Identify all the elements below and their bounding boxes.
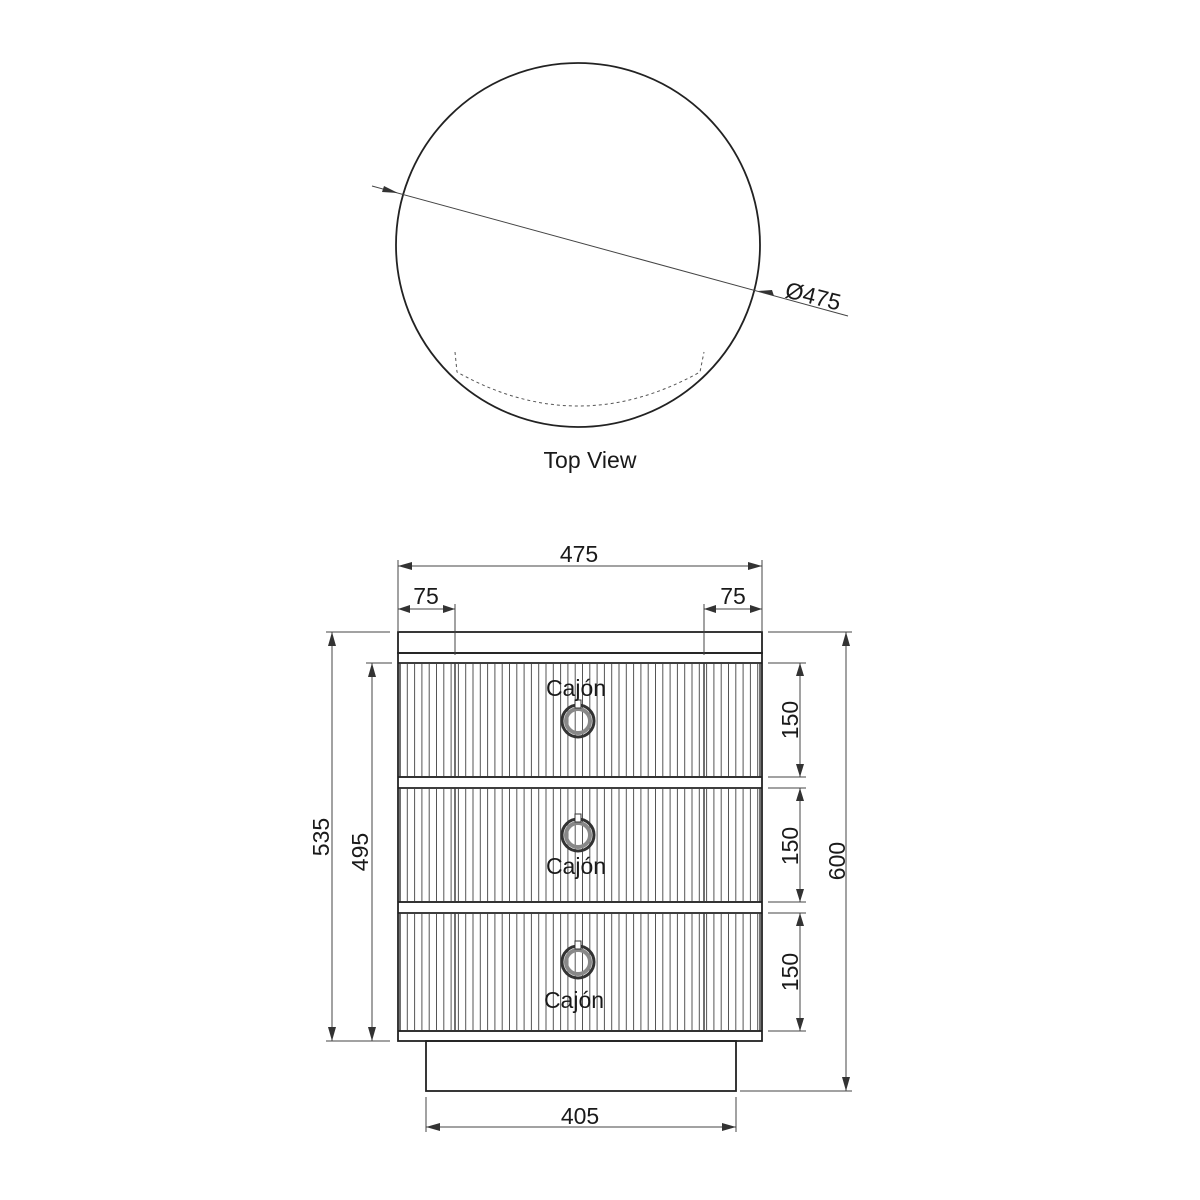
drawer-2-label: Cajón (546, 853, 606, 879)
dimension-offset-right: 75 (703, 583, 762, 655)
diameter-label: Ø475 (783, 277, 844, 316)
offset-right-label: 75 (720, 583, 746, 609)
top-slab (397, 631, 763, 654)
diameter-arrow-left (382, 186, 398, 193)
diameter-leader (371, 185, 849, 317)
dimension-drawer-2-height: 150 (768, 787, 806, 903)
drawer-recess-outline (454, 351, 705, 407)
drawer-3-height-label: 150 (777, 953, 803, 991)
front-view: Cajón Cajón Cajón 475 75 75 (308, 541, 852, 1132)
dimension-base-width: 405 (425, 1097, 737, 1132)
drawer-1-height-label: 150 (777, 701, 803, 739)
dimension-drawer-1-height: 150 (768, 662, 806, 778)
base-plinth (425, 1040, 737, 1092)
dimension-front-height: 495 (347, 662, 392, 1041)
total-height-label: 600 (824, 842, 850, 880)
dimension-offset-left: 75 (398, 583, 456, 655)
dimension-drawer-3-height: 150 (768, 912, 806, 1032)
tabletop-outline (395, 62, 761, 428)
drawer-1-handle (560, 699, 596, 739)
base-width-label: 405 (561, 1103, 599, 1129)
drawer-3-handle (560, 940, 596, 980)
drawer-2-height-label: 150 (777, 827, 803, 865)
dimension-body-height: 535 (308, 631, 390, 1042)
dimension-width: 475 (397, 541, 763, 632)
drawer-3-label: Cajón (544, 987, 604, 1013)
drawer-2-handle (560, 813, 596, 853)
top-view: Ø475 Top View (371, 62, 849, 473)
front-height-label: 495 (347, 833, 373, 871)
top-view-title: Top View (544, 447, 637, 473)
width-label: 475 (560, 541, 598, 567)
diameter-arrow-right (758, 290, 774, 296)
dimension-total-height: 600 (740, 631, 852, 1092)
drawer-1-label: Cajón (546, 675, 606, 701)
offset-left-label: 75 (413, 583, 439, 609)
body-height-label: 535 (308, 818, 334, 856)
